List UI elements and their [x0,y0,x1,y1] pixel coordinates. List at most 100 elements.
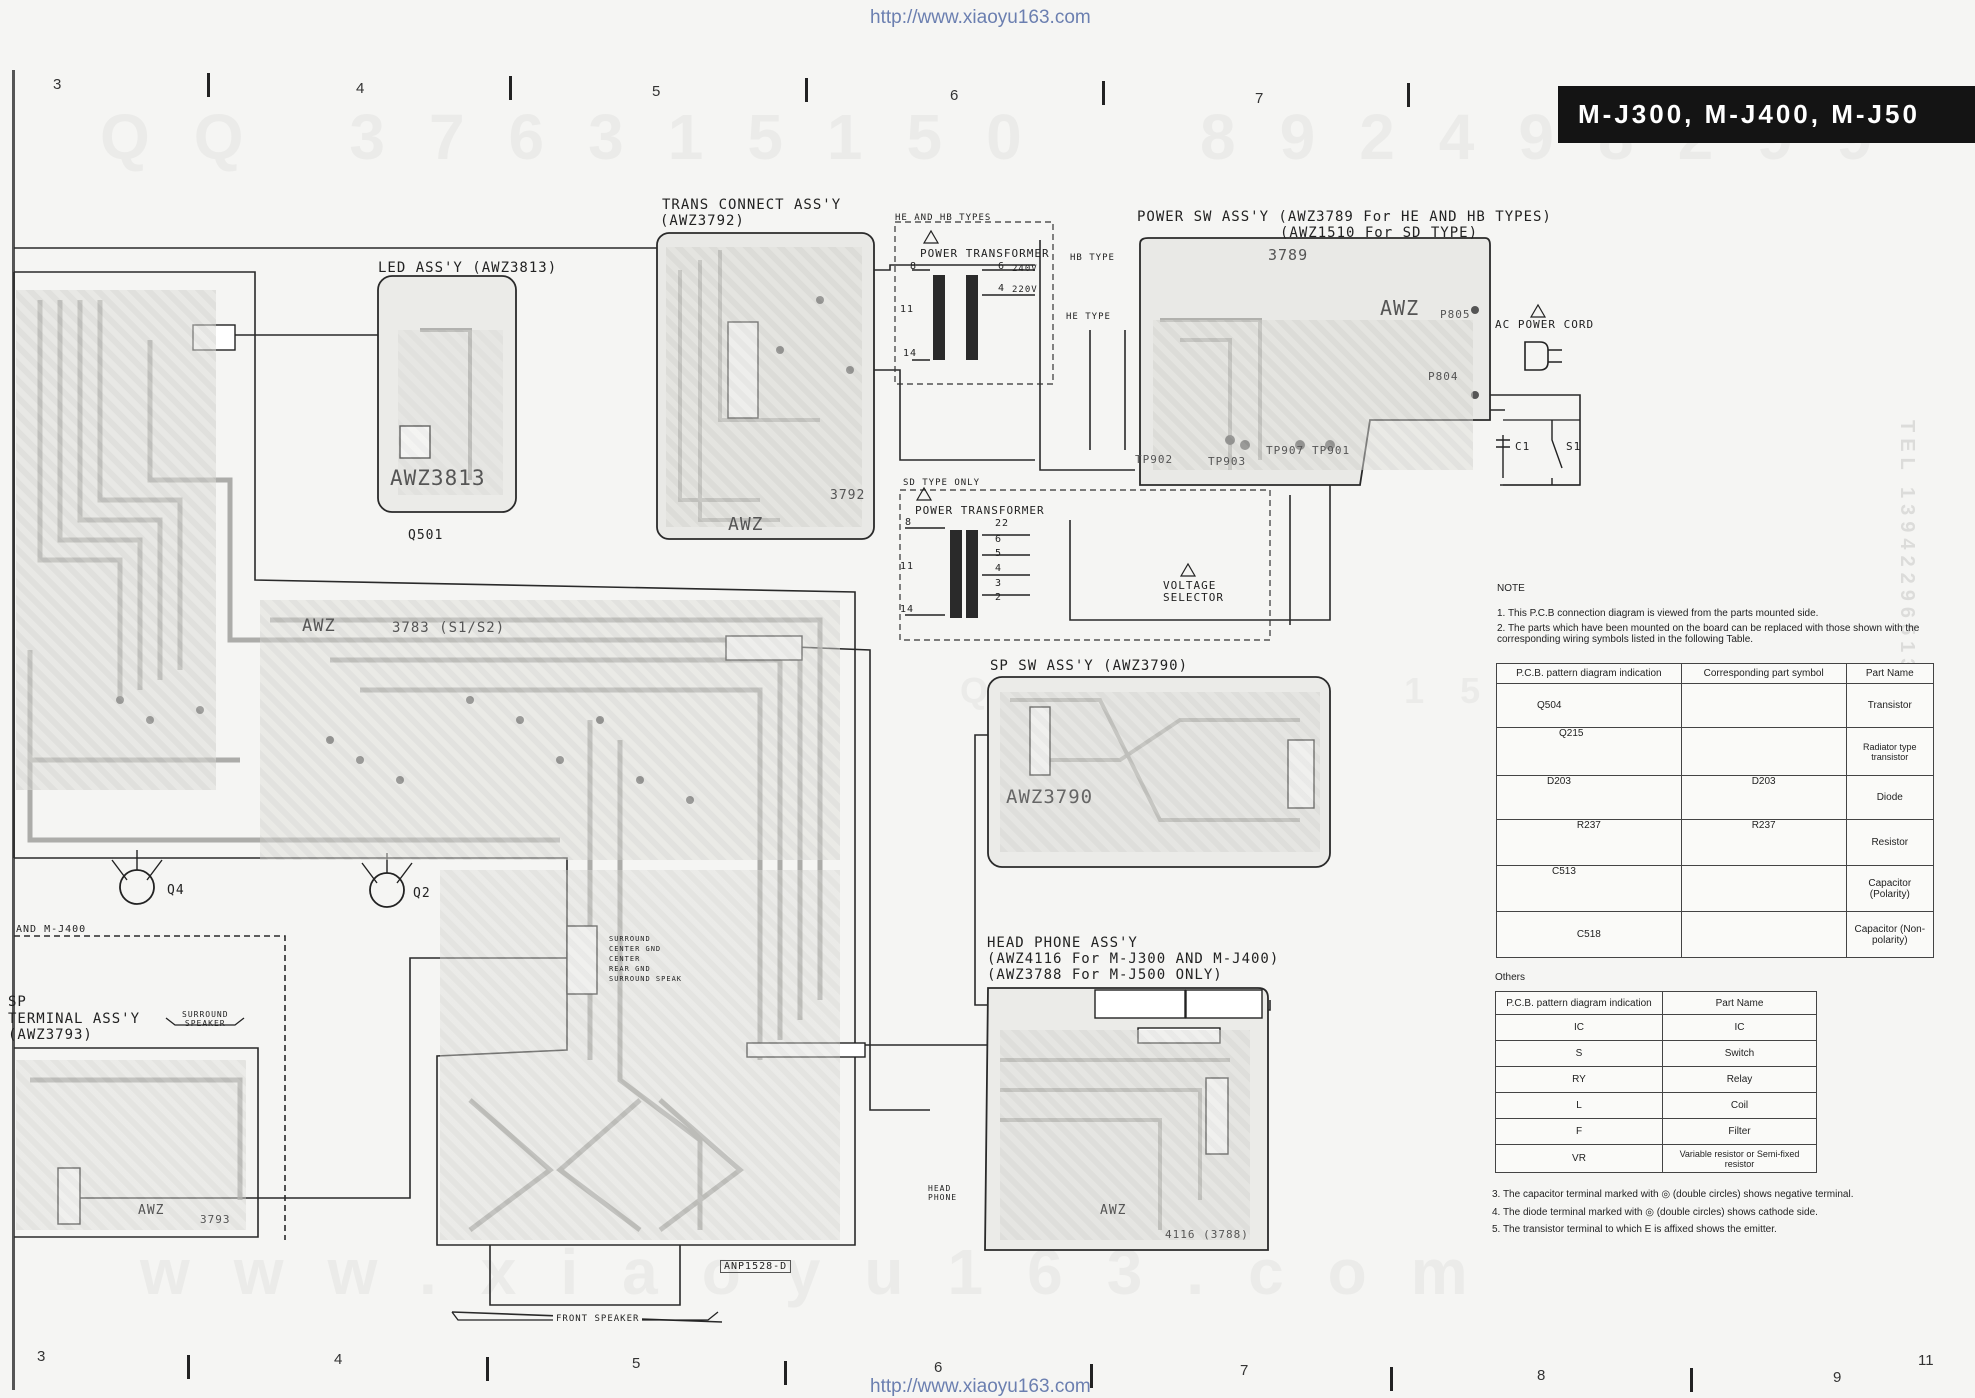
side-phone-text: TEL 13942296513 [1896,420,1918,676]
part-name-cell: Resistor [1845,819,1935,866]
table-row: C518 Capacitor (Non-polarity) [1496,911,1935,958]
led-title: LED ASS'Y (AWZ3813) [378,260,558,276]
sp-sw-title: SP SW ASS'Y (AWZ3790) [990,658,1189,674]
pcb-power-area [1153,320,1473,470]
power-sw-title: POWER SW ASS'Y (AWZ3789 For HE AND HB TY… [1137,209,1552,225]
sd-transformer-box [899,489,1271,641]
col-num-top-4: 4 [356,80,365,97]
pcb-cell: RY [1495,1066,1663,1093]
pcb-led-area [398,330,503,495]
footnote-4: 4. The diode terminal marked with ◎ (dou… [1492,1207,1818,1218]
part-name-cell: Transistor [1845,683,1935,728]
notes-heading: NOTE [1497,583,1525,594]
sp-terminal-board-code: 3793 [200,1213,231,1226]
table1-header: Corresponding part symbol [1680,663,1847,684]
col-tick [1690,1368,1693,1392]
tp907-label: TP907 [1266,444,1305,457]
pcb-ref: Q504 [1537,700,1562,711]
sp-terminal-line2: TERMINAL ASS'Y [8,1011,141,1027]
part-name-cell: Radiator type transistor [1845,727,1935,776]
surround-label: SURROUND SPEAK [609,975,683,983]
table-row: C513 Capacitor (Polarity) [1496,865,1935,912]
tp902-label: TP902 [1135,453,1174,466]
surround-label: CENTER [609,955,641,963]
sd-pin-2: 2 [995,592,1003,603]
others-table: P.C.B. pattern diagram indication Part N… [1495,991,1817,1173]
part-name-cell: Capacitor (Polarity) [1845,865,1935,912]
he-220v: 220V [1012,285,1038,295]
main-board-text: AWZ [302,616,336,636]
symbol-ref: D203 [1751,776,1776,787]
col-tick [1090,1364,1093,1388]
headphone-line2: (AWZ4116 For M-J300 AND M-J400) [987,951,1280,967]
col-num-top-7: 7 [1255,90,1264,107]
top-url[interactable]: http://www.xiaoyu163.com [870,7,1091,28]
sd-pin-22: 22 [995,518,1010,529]
bottom-url[interactable]: http://www.xiaoyu163.com [870,1376,1091,1397]
symbol-cell [1680,865,1847,912]
sp-terminal-line1: SP [8,994,27,1010]
symbol-cell [1680,911,1847,958]
p805-label: P805 [1440,308,1471,321]
sd-pin-6: 6 [995,534,1003,545]
tp901-label: TP901 [1312,444,1351,457]
pcb-main-area [260,600,840,860]
pcb-cell: D203 [1496,775,1682,820]
sd-pin-8: 8 [905,517,913,528]
he-transformer-label: POWER TRANSFORMER [920,247,1050,260]
pcb-ref: Q215 [1559,728,1584,739]
footnote-3: 3. The capacitor terminal marked with ◎ … [1492,1189,1854,1200]
headphone-board-code: 4116 (3788) [1165,1228,1249,1241]
table2-header: Part Name [1662,991,1817,1015]
symbol-ref: R237 [1751,820,1776,831]
trans-connect-part: (AWZ3792) [660,213,745,229]
surround-label: REAR GND [609,965,651,973]
q2-label: Q2 [413,886,431,901]
sd-pin-3: 3 [995,578,1003,589]
voltage-selector-label: VOLTAGE SELECTOR [1163,579,1224,604]
footnote-5: 5. The transistor terminal to which E is… [1492,1224,1777,1235]
table1-header: P.C.B. pattern diagram indication [1496,663,1682,684]
ac-power-cord-label: AC POWER CORD [1495,318,1595,331]
he-pin-4: 4 [998,283,1006,294]
headphone-jack-label: HEAD PHONE [928,1184,958,1202]
col-num-top-6: 6 [950,87,959,104]
sp-terminal-line3: (AWZ3793) [8,1027,93,1043]
power-sw-board-code: 3789 [1268,246,1309,264]
sd-pin-14: 14 [900,604,915,615]
q4-label: Q4 [167,883,185,898]
others-heading: Others [1495,972,1526,983]
part-name-cell: Relay [1662,1066,1817,1093]
part-name-cell: Diode [1845,775,1935,820]
notes-section: NOTE 1. This P.C.B connection diagram is… [1497,583,1937,649]
part-name-cell: IC [1662,1014,1817,1041]
pcb-cell: S [1495,1040,1663,1067]
symbol-cell: D203 [1680,775,1847,820]
pcb-cell: F [1495,1118,1663,1145]
table-row: Q504 Transistor [1496,683,1935,728]
he-240v: 240V [1012,264,1038,274]
pcb-trans-area [666,247,862,527]
symbol-cell [1680,727,1847,776]
col-num-bottom-7: 7 [1240,1362,1249,1379]
col-num-top-3: 3 [53,76,62,93]
pcb-ref: D203 [1547,776,1571,787]
page-number: 11 [1918,1352,1934,1369]
sp-terminal-outline [14,1047,259,1238]
table-row: Q215 Radiator type transistor [1496,727,1935,776]
s1-label: S1 [1566,440,1582,453]
pcb-cell: Q215 [1496,727,1682,776]
note-item-2: 2. The parts which have been mounted on … [1497,623,1920,645]
sd-pin-5: 5 [995,548,1003,559]
model-title: M-J300, M-J400, M-J50 [1558,86,1975,143]
pcb-cell: VR [1495,1144,1663,1173]
col-tick [1102,81,1105,105]
pcb-cell: R237 [1496,819,1682,866]
headphone-line3: (AWZ3788 For M-J500 ONLY) [987,967,1223,983]
he-types-label: HE AND HB TYPES [895,213,992,223]
pcb-spsw-area [1000,692,1320,852]
led-board-text: AWZ3813 [390,466,486,490]
table-row: R237 R237 Resistor [1496,819,1935,866]
